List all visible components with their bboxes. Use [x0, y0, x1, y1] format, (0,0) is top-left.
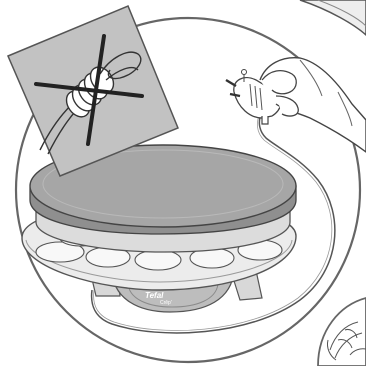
corner-detail-circle — [318, 298, 366, 366]
brand-sub-text: Crêp' — [160, 300, 172, 306]
brand-logo-text: Tefal — [145, 291, 164, 300]
pan-well — [135, 250, 181, 270]
corner-circle-top-right — [300, 0, 366, 35]
